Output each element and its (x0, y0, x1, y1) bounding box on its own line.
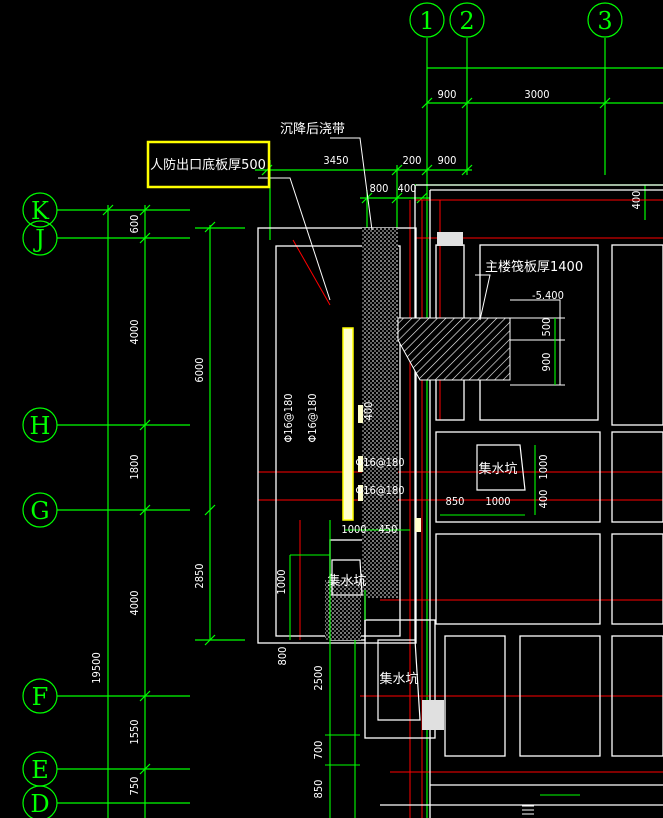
dim-900-top: 900 (438, 88, 457, 101)
dim-4000b: 4000 (128, 590, 141, 615)
dim-1000-pit-w: 1000 (485, 495, 510, 508)
dim-800-stair: 800 (276, 647, 289, 666)
left-dim-ticks (102, 204, 245, 775)
dim-1800: 1800 (128, 454, 141, 479)
dim-1550: 1550 (128, 719, 141, 744)
pit-label-3: 集水坑 (327, 573, 366, 589)
walls (257, 184, 663, 818)
column-fill-lower (422, 700, 444, 730)
dim-850-lower: 850 (312, 780, 325, 799)
right-room-3 (611, 533, 663, 625)
dim-900-mid: 900 (438, 154, 457, 167)
dim-600: 600 (128, 215, 141, 234)
dim-19500: 19500 (90, 652, 103, 683)
pit-room-2 (364, 619, 436, 739)
dim-850-pit: 850 (446, 495, 465, 508)
slab-mark-1 (358, 405, 363, 423)
dim-1000-pit: 1000 (537, 454, 550, 479)
column-grid (409, 2, 623, 818)
grid-label-E: E (31, 756, 49, 784)
dim-3000-top: 3000 (524, 88, 549, 101)
right-room-2 (611, 431, 663, 523)
dim-400-top: 400 (398, 182, 417, 195)
dim-750: 750 (128, 777, 141, 796)
grid-label-F: F (32, 683, 49, 711)
dim-400-pit: 400 (537, 490, 550, 509)
elevation-note: -5.400 (532, 289, 564, 302)
title-box (146, 140, 271, 189)
slab-mark-2 (358, 456, 363, 472)
grid-bubble-3 (587, 2, 623, 38)
bottom-symbol (522, 805, 534, 815)
detail-dim-lines (289, 318, 580, 818)
dim-1000-strip: 1000 (341, 523, 366, 536)
slab-mark-3 (358, 485, 363, 501)
settlement-band-hatch (362, 228, 398, 598)
slab-strip (342, 327, 354, 521)
dim-700: 700 (312, 741, 325, 760)
pits (331, 444, 526, 721)
rebar-note-3: Φ16@180 (355, 456, 404, 469)
dim-2850: 2850 (193, 563, 206, 588)
raft-thickness-note: 主楼筏板厚1400 (485, 259, 583, 275)
dim-400-slab: 400 (362, 402, 375, 421)
title-note: 人防出口底板厚500 (150, 157, 266, 173)
grid-label-1: 1 (419, 7, 434, 35)
rebar-note-1: Φ16@180 (282, 393, 295, 442)
grid-label-D: D (30, 790, 49, 818)
exit-room-outer (257, 227, 417, 644)
rebar-note-2: Φ16@180 (306, 393, 319, 442)
raft-hatch-2 (420, 320, 505, 376)
pit-room-1 (435, 431, 601, 523)
pit-label-2: 集水坑 (379, 671, 418, 687)
dim-900-detail: 900 (540, 353, 553, 372)
settlement-band-hatch-lower (325, 580, 361, 640)
grid-bubble-1 (409, 2, 445, 38)
dim-1000-stair: 1000 (275, 569, 288, 594)
grid-label-H: H (30, 412, 51, 440)
grid-label-J: J (32, 225, 45, 253)
room-lower-b (519, 635, 601, 757)
grid-label-3: 3 (597, 7, 612, 35)
dim-200: 200 (403, 154, 422, 167)
column-fill-top (437, 232, 463, 246)
dim-6000: 6000 (193, 357, 206, 382)
leaders (258, 137, 565, 386)
rebar-note-4: Φ16@180 (355, 484, 404, 497)
right-room (611, 244, 663, 426)
dim-2500: 2500 (312, 665, 325, 690)
grid-label-2: 2 (459, 7, 474, 35)
dim-3450: 3450 (323, 154, 348, 167)
right-room-4 (611, 635, 663, 757)
room-mid (435, 533, 601, 625)
dim-450: 450 (379, 523, 398, 536)
pit-label-1: 集水坑 (478, 461, 517, 477)
slab-mark-4 (415, 518, 421, 532)
row-grid (22, 192, 211, 818)
grid-label-K: K (31, 197, 50, 225)
dim-800-top: 800 (370, 182, 389, 195)
grid-label-G: G (30, 497, 49, 525)
grid-bubble-2 (449, 2, 485, 38)
dim-4000a: 4000 (128, 319, 141, 344)
dim-500: 500 (540, 318, 553, 337)
room-lower-a (444, 635, 506, 757)
settlement-band-note: 沉降后浇带 (280, 122, 345, 137)
